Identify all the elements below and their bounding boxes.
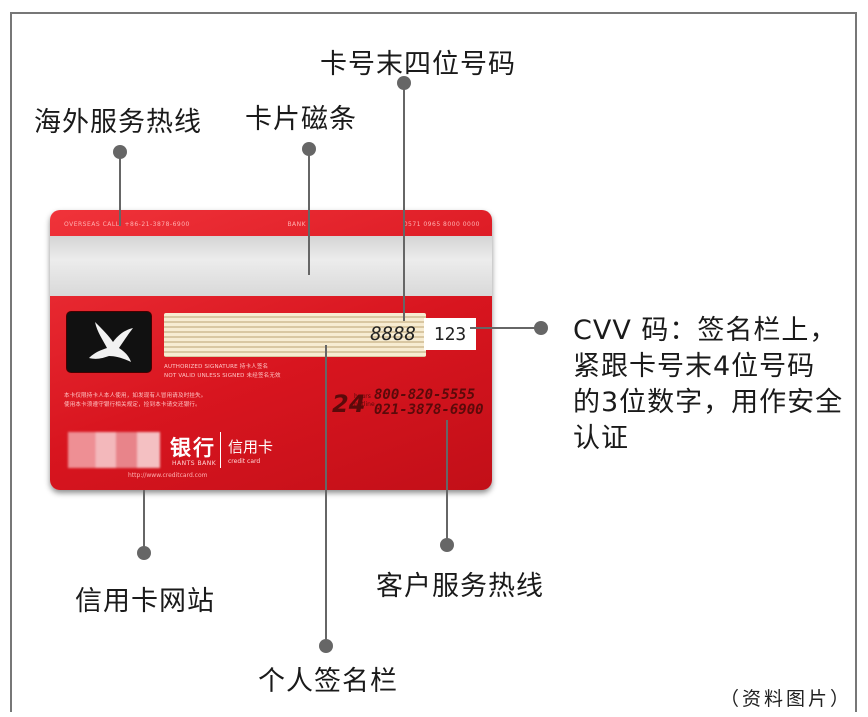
figure-frame — [10, 12, 857, 712]
magnetic-stripe — [50, 236, 492, 296]
cvv-line-4: 认证 — [573, 423, 629, 454]
credit-card-back: OVERSEAS CALL: +86-21-3878-6900 BANK 057… — [50, 210, 492, 490]
signature-panel: 8888 — [164, 313, 426, 357]
cvv-box: 123 — [424, 318, 476, 350]
card-top-line: OVERSEAS CALL: +86-21-3878-6900 BANK 057… — [64, 221, 480, 228]
source-note: （资料图片） — [719, 688, 852, 710]
line-cvv — [470, 327, 540, 329]
card-type-english: credit card — [228, 458, 261, 465]
label-customer-hotline: 客户服务热线 — [376, 571, 544, 602]
hotline-numbers: 800-820-5555 021-3878-6900 — [374, 388, 484, 418]
line-customer-hotline — [446, 420, 448, 545]
label-overseas-hotline: 海外服务热线 — [34, 107, 202, 138]
dove-icon — [89, 322, 133, 362]
line-card-last4 — [403, 83, 405, 321]
dot-signature-panel — [319, 639, 333, 653]
label-magnetic-stripe: 卡片磁条 — [245, 104, 357, 135]
phone-number-1: 800-820-5555 — [374, 387, 476, 403]
card-top-mid-text: BANK — [287, 221, 307, 228]
card-website-url: http://www.creditcard.com — [128, 472, 208, 479]
cvv-line-2: 紧跟卡号末4位号码 — [573, 351, 816, 382]
card-terms-1: 本卡仅限持卡人本人使用，如发现有人冒用请及时挂失。 — [64, 393, 207, 399]
line-overseas-hotline — [119, 152, 121, 226]
line-signature-panel — [325, 345, 327, 645]
label-signature-panel: 个人签名栏 — [258, 666, 398, 697]
card-terms-2: 使用本卡须遵守银行相关规定，捡到本卡请交还银行。 — [64, 402, 201, 408]
bank-name: 银行 — [170, 435, 216, 460]
hotline-hours: hours hotline — [354, 393, 375, 408]
signature-caption-1: AUTHORIZED SIGNATURE 持卡人签名 — [164, 364, 269, 370]
phone-number-2: 021-3878-6900 — [374, 402, 484, 418]
signature-caption-2: NOT VALID UNLESS SIGNED 未经签名无效 — [164, 373, 281, 379]
label-cvv: CVV 码：签名栏上， 紧跟卡号末4位号码 的3位数字，用作安全 认证 — [573, 313, 863, 457]
card-divider — [220, 432, 221, 468]
cvv-line-3: 的3位数字，用作安全 — [573, 387, 844, 418]
dot-website — [137, 546, 151, 560]
dove-hologram — [66, 311, 152, 373]
card-type: 信用卡 — [228, 438, 274, 456]
dot-cvv — [534, 321, 548, 335]
card-top-left-text: OVERSEAS CALL: +86-21-3878-6900 — [64, 221, 190, 228]
label-card-last4: 卡号末四位号码 — [320, 49, 516, 80]
hotline-24: 24 — [332, 390, 366, 418]
card-top-right-text: 0571 0965 8000 0000 — [403, 221, 480, 228]
blurred-bank-logo — [68, 432, 160, 468]
dot-customer-hotline — [440, 538, 454, 552]
label-website: 信用卡网站 — [75, 586, 215, 617]
signature-last4: 8888 — [370, 323, 416, 345]
cvv-line-1: CVV 码：签名栏上， — [573, 315, 838, 346]
line-magnetic-stripe — [308, 149, 310, 275]
bank-english-name: HANTS BANK — [172, 460, 217, 467]
line-website — [143, 490, 145, 552]
